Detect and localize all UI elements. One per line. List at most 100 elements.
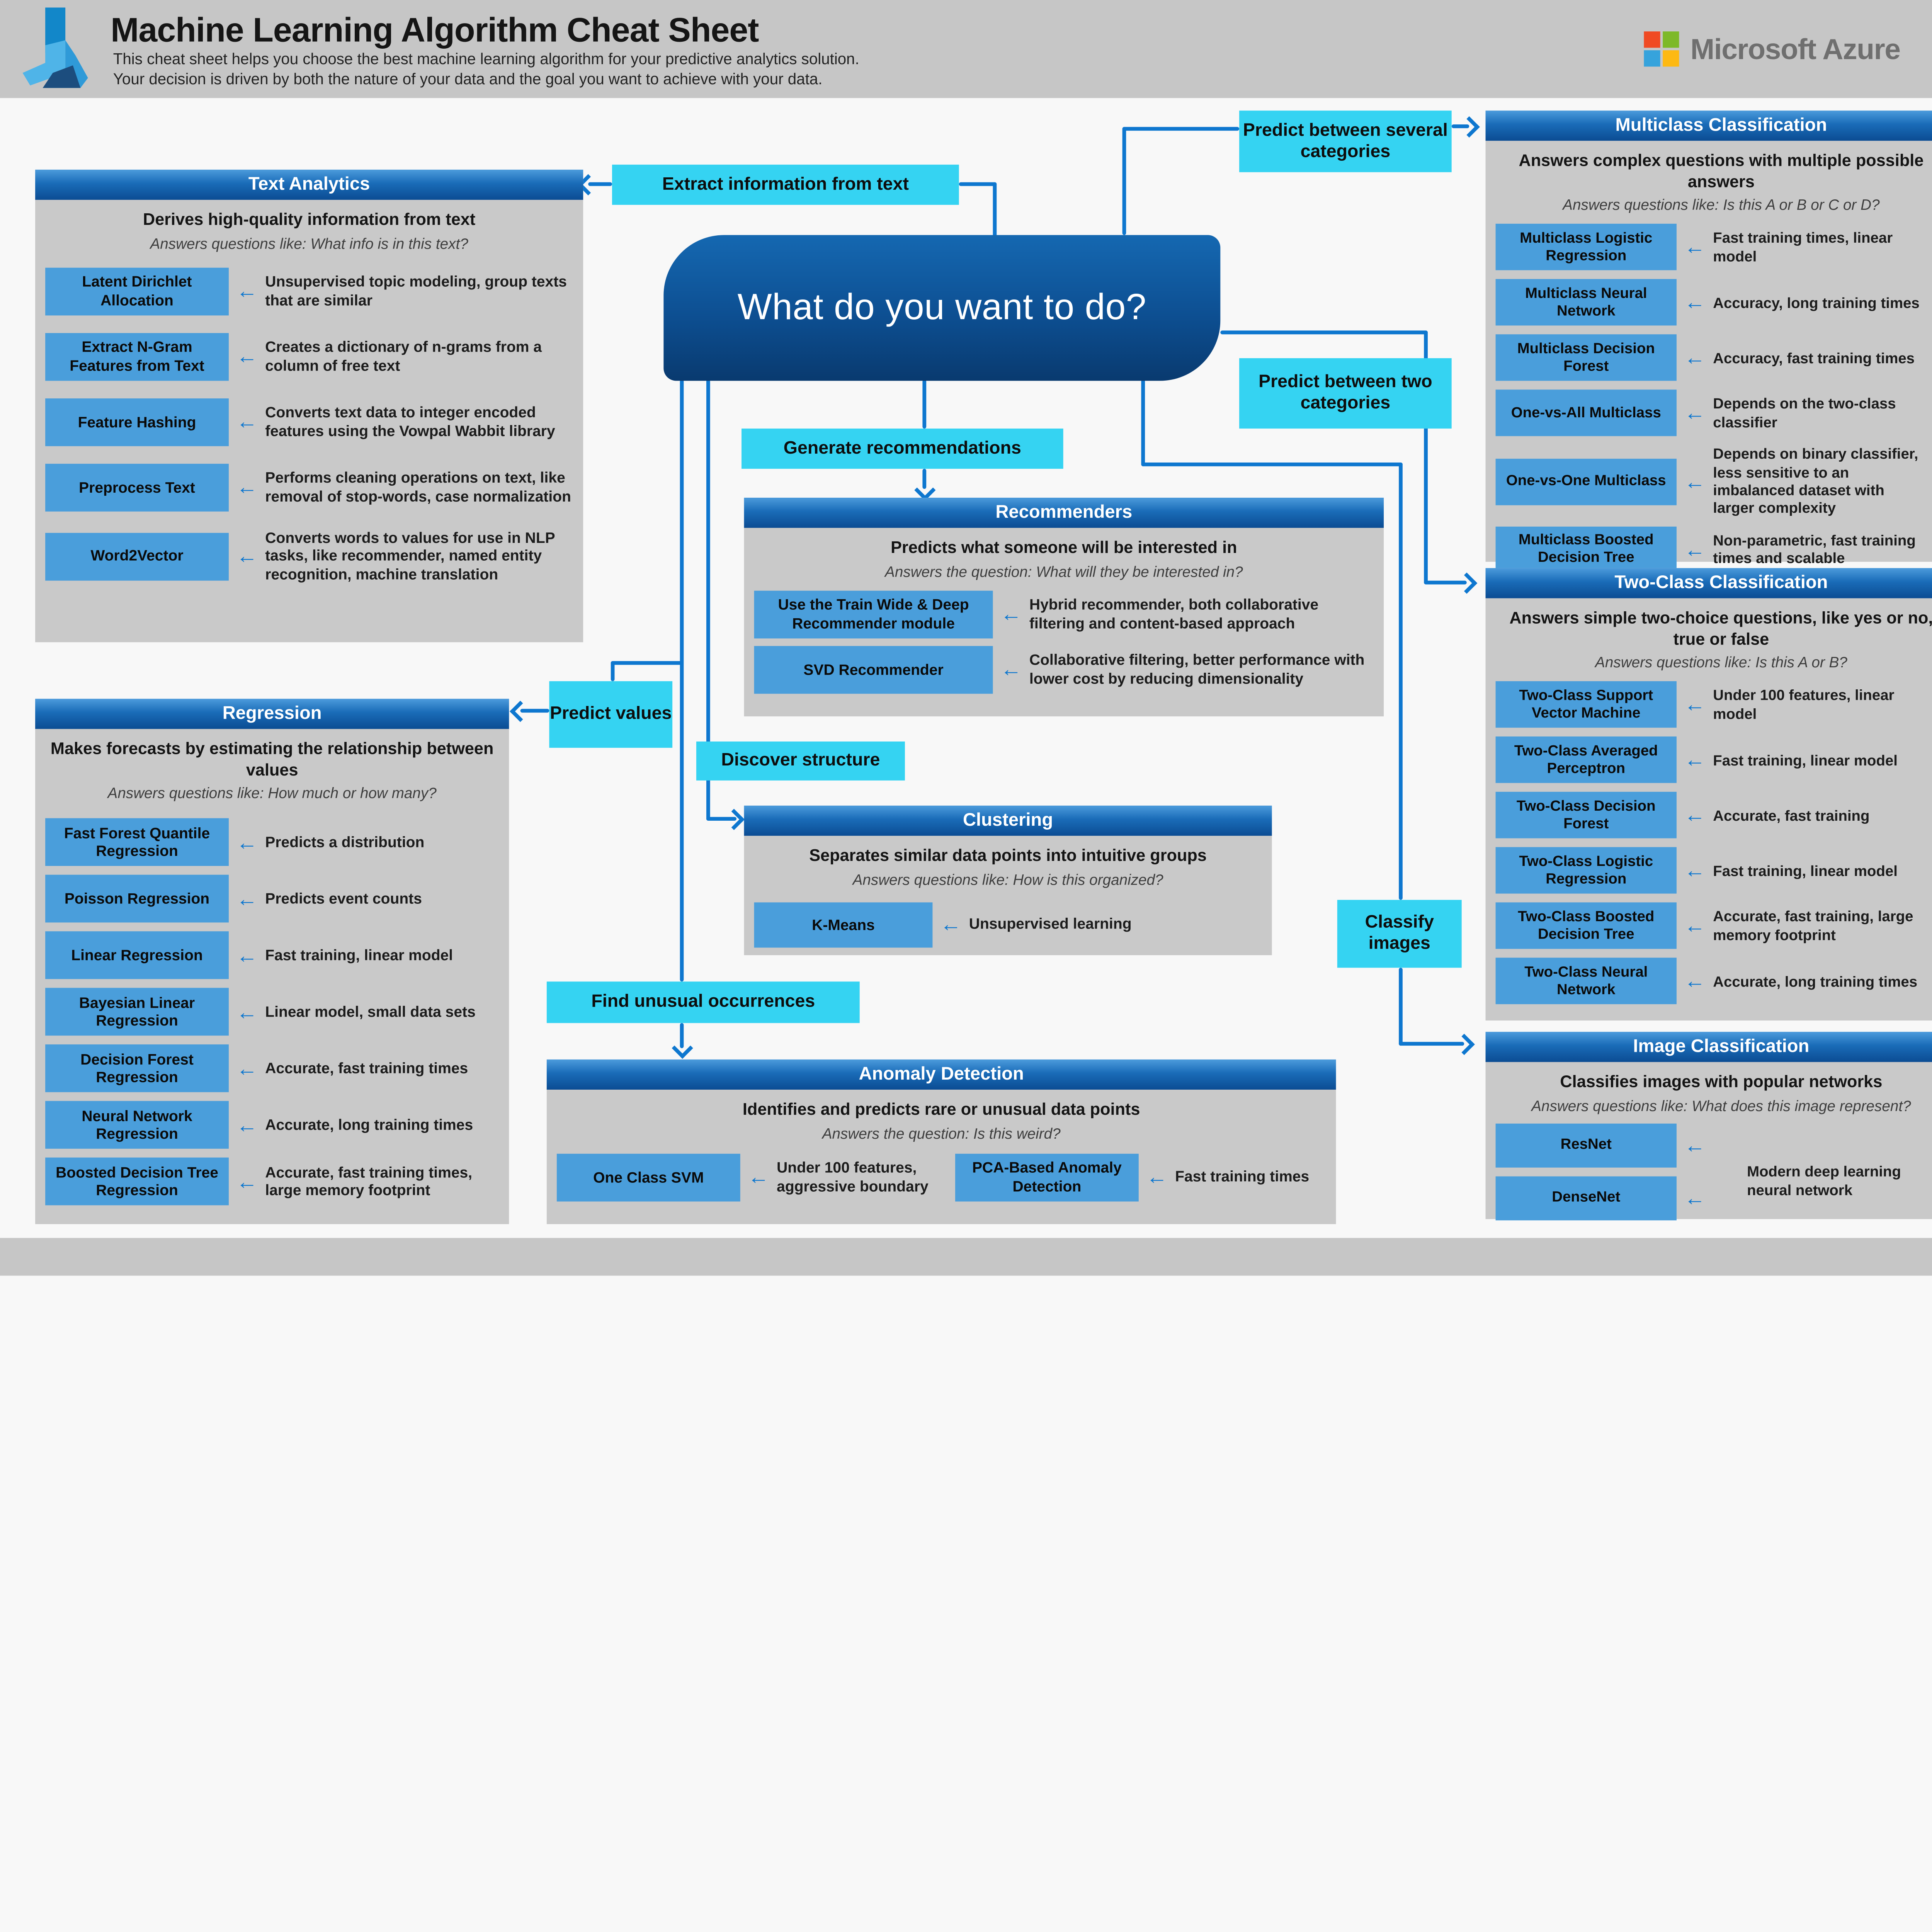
algorithm-box-kmeans[interactable]: K-Means — [754, 902, 933, 947]
connector-segment — [1220, 330, 1428, 335]
panel-question: Answers questions like: What info is in … — [150, 234, 468, 252]
panel-image-classification: Image Classification Classifies images w… — [1485, 1032, 1932, 1220]
algorithm-list: K-Means←Unsupervised learning — [754, 902, 1262, 947]
panel-title-text: Recommenders — [995, 503, 1133, 523]
left-arrow-icon: ← — [1000, 602, 1022, 626]
arrowhead-down-icon — [672, 1037, 693, 1059]
page-subtitle-line2: Your decision is driven by both the natu… — [113, 70, 823, 88]
panel-title: Clustering — [744, 805, 1272, 836]
algorithm-box-one-vs-one-multiclass[interactable]: One-vs-One Multiclass — [1495, 458, 1677, 505]
left-arrow-icon: ← — [1684, 1186, 1706, 1210]
left-arrow-icon: ← — [1684, 914, 1706, 938]
arrowhead-left-icon — [509, 701, 531, 722]
left-arrow-icon: ← — [1684, 235, 1706, 259]
algorithm-box-decision-forest-regression[interactable]: Decision Forest Regression — [45, 1044, 229, 1093]
ms-square-blue — [1644, 50, 1660, 67]
algorithm-row: DenseNet ← — [1495, 1176, 1932, 1220]
connector-segment — [993, 182, 997, 238]
algorithm-box-two-class-logistic-regression[interactable]: Two-Class Logistic Regression — [1495, 847, 1677, 894]
algorithm-box-fast-forest-quantile[interactable]: Fast Forest Quantile Regression — [45, 818, 229, 866]
algorithm-desc: Hybrid recommender, both collaborative f… — [1029, 595, 1319, 632]
left-arrow-icon: ← — [1684, 291, 1706, 315]
connector-segment — [706, 817, 737, 821]
panel-question: Answers questions like: What does this i… — [1531, 1097, 1911, 1114]
connector-segment — [680, 379, 684, 982]
algorithm-box-multiclass-logistic-regression[interactable]: Multiclass Logistic Regression — [1495, 224, 1677, 271]
branch-label-text: Classify images — [1365, 912, 1434, 954]
left-arrow-icon: ← — [940, 912, 962, 937]
left-arrow-icon: ← — [1000, 657, 1022, 682]
panel-recommenders: Recommenders Predicts what someone will … — [744, 498, 1384, 716]
left-arrow-icon: ← — [1684, 969, 1706, 993]
algorithm-box-bayesian-linear-regression[interactable]: Bayesian Linear Regression — [45, 988, 229, 1036]
algorithm-box-two-class-svm[interactable]: Two-Class Support Vector Machine — [1495, 681, 1677, 728]
panel-body: Predicts what someone will be interested… — [744, 528, 1384, 701]
algorithm-box-word2vector[interactable]: Word2Vector — [45, 532, 229, 580]
left-arrow-icon: ← — [236, 344, 258, 369]
algorithm-box-preprocess-text[interactable]: Preprocess Text — [45, 463, 229, 511]
algorithm-box-poisson-regression[interactable]: Poisson Regression — [45, 875, 229, 923]
algorithm-row: Multiclass Boosted Decision Tree←Non-par… — [1495, 526, 1932, 573]
algorithm-row: Decision Forest Regression←Accurate, fas… — [45, 1044, 499, 1093]
algorithm-box-latent-dirichlet-allocation[interactable]: Latent Dirichlet Allocation — [45, 267, 229, 315]
algorithm-row: One-vs-All Multiclass←Depends on the two… — [1495, 390, 1932, 437]
algorithm-desc: Depends on binary classifier, less sensi… — [1713, 445, 1918, 517]
panel-body: Derives high-quality information from te… — [35, 200, 583, 601]
algorithm-box-one-class-svm[interactable]: One Class SVM — [556, 1153, 740, 1201]
algorithm-desc: Under 100 features, linear model — [1713, 686, 1895, 723]
panel-title: Anomaly Detection — [546, 1059, 1336, 1090]
left-arrow-icon: ← — [1684, 537, 1706, 562]
algorithm-list: Fast Forest Quantile Regression←Predicts… — [45, 818, 499, 1214]
algorithm-row: K-Means←Unsupervised learning — [754, 902, 1262, 947]
algorithm-desc: Accurate, fast training times — [265, 1059, 468, 1077]
algorithm-row: Two-Class Decision Forest←Accurate, fast… — [1495, 792, 1932, 839]
algorithm-desc: Fast training, linear model — [1713, 751, 1898, 769]
algorithm-desc: Fast training times — [1175, 1168, 1310, 1186]
connector-segment — [959, 182, 997, 186]
algorithm-box-svd-recommender[interactable]: SVD Recommender — [754, 645, 993, 694]
branch-label-find-unusual: Find unusual occurrences — [546, 981, 860, 1023]
panel-title-text: Two-Class Classification — [1614, 573, 1828, 594]
algorithm-box-boosted-decision-tree-regression[interactable]: Boosted Decision Tree Regression — [45, 1158, 229, 1206]
left-arrow-icon: ← — [236, 544, 258, 568]
algorithm-box-linear-regression[interactable]: Linear Regression — [45, 931, 229, 980]
algorithm-box-two-class-boosted-decision-tree[interactable]: Two-Class Boosted Decision Tree — [1495, 903, 1677, 949]
algorithm-row: Two-Class Logistic Regression←Fast train… — [1495, 847, 1932, 894]
left-arrow-icon: ← — [1684, 346, 1706, 370]
connector-segment — [680, 1023, 684, 1048]
panel-heading: Answers simple two-choice questions, lik… — [1509, 608, 1932, 648]
algorithm-box-multiclass-boosted-decision-tree[interactable]: Multiclass Boosted Decision Tree — [1495, 526, 1677, 573]
algorithm-box-multiclass-decision-forest[interactable]: Multiclass Decision Forest — [1495, 334, 1677, 381]
algorithm-box-two-class-neural-network[interactable]: Two-Class Neural Network — [1495, 958, 1677, 1005]
algorithm-desc: Accurate, fast training times, large mem… — [265, 1163, 473, 1199]
algorithm-row: Multiclass Neural Network←Accuracy, long… — [1495, 279, 1932, 326]
panel-heading: Classifies images with popular networks — [1560, 1072, 1883, 1091]
panel-heading: Answers complex questions with multiple … — [1519, 151, 1924, 191]
algorithm-box-multiclass-neural-network[interactable]: Multiclass Neural Network — [1495, 279, 1677, 326]
algorithm-row: Feature Hashing←Converts text data to in… — [45, 398, 573, 446]
algorithm-box-resnet[interactable]: ResNet — [1495, 1123, 1677, 1167]
algorithm-desc: Fast training, linear model — [265, 946, 453, 964]
decision-node-label: What do you want to do? — [737, 287, 1147, 328]
algorithm-box-extract-ngram-features[interactable]: Extract N-Gram Features from Text — [45, 332, 229, 381]
panel-text-analytics: Text Analytics Derives high-quality info… — [35, 170, 583, 643]
algorithm-box-pca-anomaly-detection[interactable]: PCA-Based Anomaly Detection — [955, 1153, 1139, 1201]
panel-heading: Derives high-quality information from te… — [143, 210, 476, 229]
algorithm-box-densenet[interactable]: DenseNet — [1495, 1176, 1677, 1220]
panel-body: Classifies images with popular networks … — [1486, 1062, 1932, 1228]
panel-title-text: Multiclass Classification — [1615, 116, 1827, 136]
algorithm-box-neural-network-regression[interactable]: Neural Network Regression — [45, 1101, 229, 1149]
algorithm-list: Two-Class Support Vector Machine ← Under 1… — [1495, 681, 1932, 1014]
microsoft-azure-brand: Microsoft Azure — [1690, 32, 1901, 66]
algorithm-row: Multiclass Logistic Regression←Fast trai… — [1495, 224, 1932, 271]
algorithm-row: Bayesian Linear Regression←Linear model,… — [45, 988, 499, 1036]
header-band: Machine Learning Algorithm Cheat Sheet T… — [0, 0, 1932, 98]
algorithm-list: Multiclass Logistic Regression←Fast trai… — [1495, 224, 1932, 582]
algorithm-box-two-class-decision-forest[interactable]: Two-Class Decision Forest — [1495, 792, 1677, 839]
algorithm-desc: Accurate, fast training — [1713, 806, 1870, 824]
algorithm-box-feature-hashing[interactable]: Feature Hashing — [45, 398, 229, 446]
algorithm-box-train-wide-deep-recommender[interactable]: Use the Train Wide & Deep Recommender mo… — [754, 590, 993, 638]
algorithm-box-one-vs-all-multiclass[interactable]: One-vs-All Multiclass — [1495, 390, 1677, 437]
algorithm-box-two-class-averaged-perceptron[interactable]: Two-Class Averaged Perceptron — [1495, 736, 1677, 784]
connector-segment — [1399, 1042, 1464, 1046]
